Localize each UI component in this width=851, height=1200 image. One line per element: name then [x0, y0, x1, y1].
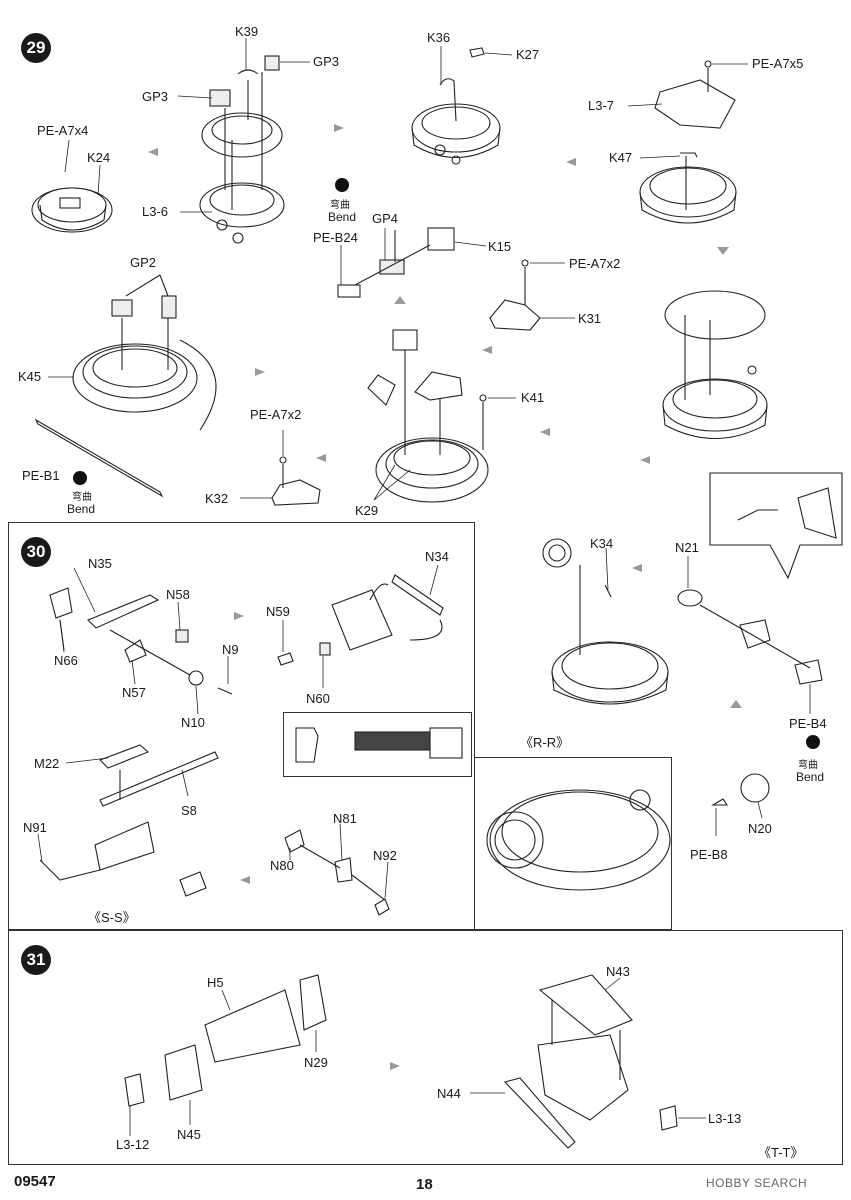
bend-cn-1: 弯曲 [330, 200, 350, 211]
section-t-t: 《T-T》 [758, 1145, 804, 1160]
step-31-frame [8, 930, 843, 1165]
label-n81: N81 [333, 811, 357, 826]
step31-drawings [124, 974, 678, 1149]
label-n45: N45 [177, 1127, 201, 1142]
label-n35: N35 [88, 556, 112, 571]
step-30-badge: 30 [21, 537, 51, 567]
part-k36-turret [411, 47, 501, 165]
label-s8: S8 [181, 803, 197, 818]
label-l3-7: L3-7 [588, 98, 615, 113]
bend-en-2: Bend [67, 502, 96, 516]
label-gp3-right: GP3 [313, 54, 340, 69]
step-30-detail-frame [474, 757, 672, 930]
label-n21: N21 [675, 540, 699, 555]
label-l3-6: L3-6 [142, 204, 169, 219]
kit-code: 09547 [14, 1173, 56, 1190]
watermark: HOBBY SEARCH [706, 1176, 808, 1190]
label-m22: M22 [34, 756, 60, 771]
label-pe-a7x2-right: PE-A7x2 [569, 256, 621, 271]
label-n91: N91 [23, 820, 47, 835]
step-31-badge: 31 [21, 945, 51, 975]
label-k45: K45 [18, 369, 42, 384]
label-h5: H5 [207, 975, 224, 990]
bend-cn-2: 弯曲 [72, 492, 92, 503]
step30-drawings [39, 574, 463, 916]
label-n20: N20 [748, 821, 772, 836]
label-k27: K27 [516, 47, 540, 62]
label-pe-b24: PE-B24 [313, 230, 358, 245]
label-n10: N10 [181, 715, 205, 730]
part-k32 [271, 456, 321, 506]
bend-en-1: Bend [328, 210, 357, 224]
part-l3-6-stack [199, 55, 285, 244]
label-pe-b4: PE-B4 [789, 716, 827, 731]
part-k15-gp4 [337, 227, 455, 298]
label-k47: K47 [609, 150, 633, 165]
label-n59: N59 [266, 604, 290, 619]
step-30-frame [8, 522, 475, 930]
part-k24-turret-a [31, 187, 113, 233]
label-n58: N58 [166, 587, 190, 602]
part-l3-7-turret [639, 60, 737, 224]
label-pe-a7x4: PE-A7x4 [37, 123, 89, 138]
label-n34: N34 [425, 549, 449, 564]
label-n29: N29 [304, 1055, 328, 1070]
label-k15: K15 [488, 239, 512, 254]
label-gp4: GP4 [372, 211, 399, 226]
label-gp3-left: GP3 [142, 89, 169, 104]
label-k34: K34 [590, 536, 614, 551]
label-n60: N60 [306, 691, 330, 706]
label-k24: K24 [87, 150, 111, 165]
label-k36: K36 [427, 30, 451, 45]
part-k31 [489, 259, 541, 331]
label-n9: N9 [222, 642, 239, 657]
label-n66: N66 [54, 653, 78, 668]
label-pe-b8: PE-B8 [690, 847, 728, 862]
label-n43: N43 [606, 964, 630, 979]
part-k45-ring [34, 274, 217, 498]
section-s-s: 《S-S》 [88, 910, 136, 925]
label-n92: N92 [373, 848, 397, 863]
label-n80: N80 [270, 858, 294, 873]
label-pe-a7x2-left: PE-A7x2 [250, 407, 302, 422]
part-k29-ring [367, 329, 489, 503]
label-gp2: GP2 [130, 255, 157, 270]
bend-en-3: Bend [796, 770, 825, 784]
step-30-inset-frame [283, 712, 472, 777]
bend-cn-3: 弯曲 [798, 760, 818, 771]
label-k31: K31 [578, 311, 602, 326]
step-29-badge: 29 [21, 33, 51, 63]
label-l3-13: L3-13 [708, 1111, 742, 1126]
label-k39: K39 [235, 24, 259, 39]
section-r-r: 《R-R》 [520, 735, 570, 750]
label-n57: N57 [122, 685, 146, 700]
label-k32: K32 [205, 491, 229, 506]
page-number: 18 [416, 1176, 433, 1193]
label-n44: N44 [437, 1086, 461, 1101]
label-pe-a7x5: PE-A7x5 [752, 56, 804, 71]
label-k29: K29 [355, 503, 379, 518]
label-l3-12: L3-12 [116, 1137, 150, 1152]
rr-drawings [486, 538, 823, 891]
label-k41: K41 [521, 390, 545, 405]
label-pe-b1: PE-B1 [22, 468, 60, 483]
part-right-turret-stack [662, 290, 768, 439]
